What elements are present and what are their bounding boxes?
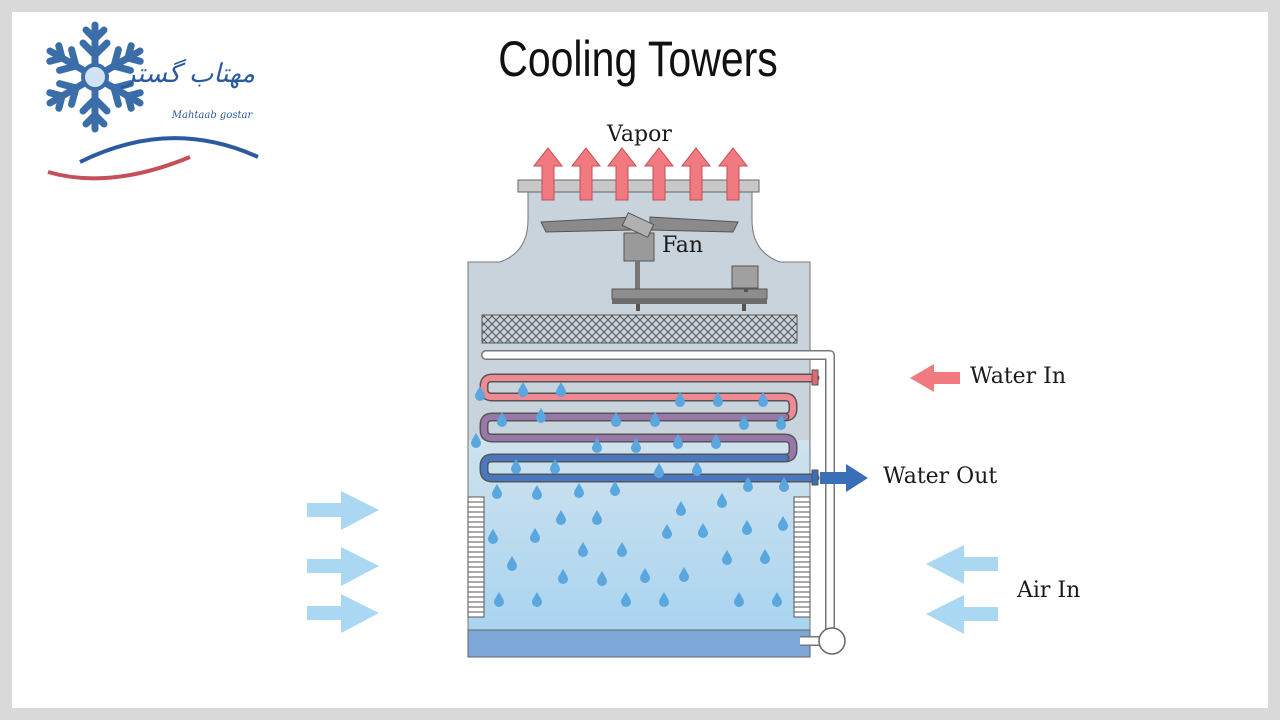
air-in-arrow-icon — [307, 594, 379, 633]
heat-exchange-coil — [479, 369, 820, 486]
water-basin — [467, 629, 811, 658]
pump-icon — [818, 627, 846, 655]
water-out-label: Water Out — [883, 464, 998, 489]
slide-title: Cooling Towers — [498, 31, 778, 87]
snowflake-icon — [44, 21, 146, 129]
company-logo: مهتاب گستر Mahtaab gostar — [30, 21, 259, 181]
logo-wave-red — [47, 155, 191, 181]
water-in-label: Water In — [970, 364, 1067, 389]
air-in-arrow-icon — [926, 545, 998, 584]
air-in-arrow-icon — [307, 547, 379, 586]
water-in-arrow-icon — [910, 364, 960, 392]
logo-latin-text: Mahtaab gostar — [171, 110, 254, 121]
fan-label: Fan — [662, 233, 704, 258]
drift-eliminator — [481, 314, 798, 344]
logo-persian-text: مهتاب گستر — [120, 58, 255, 89]
logo-wave-blue — [79, 136, 259, 164]
air-in-arrow-icon — [926, 595, 998, 634]
right-louver — [793, 496, 811, 618]
left-louver — [467, 496, 485, 618]
fan-icon — [540, 212, 768, 311]
vapor-label: Vapor — [607, 122, 672, 147]
water-out-arrow-icon — [820, 464, 868, 492]
air-in-label: Air In — [1017, 578, 1081, 603]
spray-zone — [469, 440, 809, 630]
air-in-arrow-icon — [307, 491, 379, 530]
